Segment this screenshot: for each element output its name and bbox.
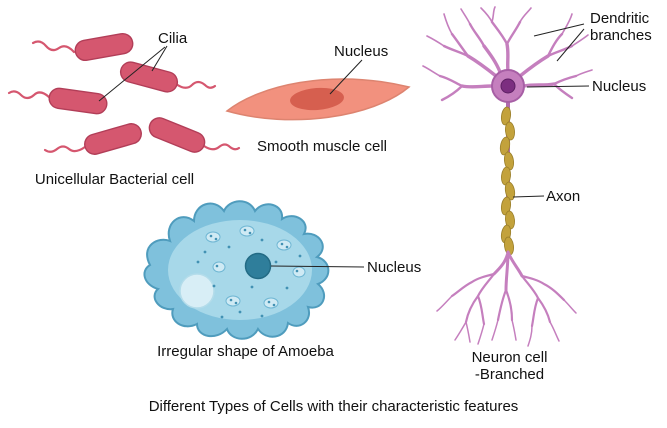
caption-neuron-line1: Neuron cell: [471, 349, 548, 366]
myelin-sheath: [499, 106, 516, 256]
bacterium-rod: [148, 117, 206, 153]
vacuole: [179, 273, 215, 309]
label-dendritic-branches: Dendritic branches: [590, 10, 652, 45]
neuron-illustration: [422, 6, 593, 347]
granules: [196, 228, 302, 319]
amoeba-illustration: [143, 200, 330, 340]
caption-neuron: Neuron cell -Branched: [432, 349, 587, 383]
label-amoeba-nucleus: Nucleus: [367, 259, 422, 276]
smooth-muscle-illustration: [225, 78, 411, 121]
vesicles: [205, 225, 306, 309]
caption-neuron-line2: -Branched: [474, 366, 545, 383]
caption-bacteria: Unicellular Bacterial cell: [34, 171, 195, 188]
cilia-pointer-line: [151, 45, 168, 72]
neuron-nucleus-pointer-line: [526, 85, 590, 88]
bacterium-rod: [119, 61, 179, 93]
flagellum: [7, 90, 51, 100]
label-neuron-nucleus: Nucleus: [592, 78, 647, 95]
muscle-nucleus-pointer-line: [329, 59, 363, 95]
bacterium-rod: [84, 123, 142, 155]
flagellum: [31, 40, 76, 54]
flagellum: [43, 145, 87, 153]
bacterium-rod: [74, 33, 134, 61]
bacteria-illustration: [7, 33, 241, 155]
caption-smooth-muscle: Smooth muscle cell: [256, 138, 388, 155]
flagellum: [202, 143, 241, 151]
axon-pointer-line: [512, 195, 545, 198]
label-muscle-nucleus: Nucleus: [334, 43, 389, 60]
caption-amoeba: Irregular shape of Amoeba: [157, 343, 334, 360]
dendritic-branches: [422, 6, 593, 102]
diagram-title: Different Types of Cells with their char…: [148, 398, 519, 415]
cilia-pointer-line: [98, 46, 166, 102]
axon-terminal-branches: [436, 250, 577, 347]
dendritic-pointer-line: [533, 23, 585, 37]
amoeba-nucleus: [244, 252, 272, 280]
leader-lines: [98, 23, 590, 268]
label-axon: Axon: [546, 188, 581, 205]
amoeba-nucleus-pointer-line: [270, 265, 365, 268]
label-cilia: Cilia: [158, 30, 188, 47]
neuron-nucleus: [500, 78, 516, 94]
flagella: [7, 40, 241, 153]
bacterium-rod: [48, 87, 108, 115]
dendritic-pointer-line: [556, 28, 585, 62]
flagellum: [174, 80, 217, 89]
